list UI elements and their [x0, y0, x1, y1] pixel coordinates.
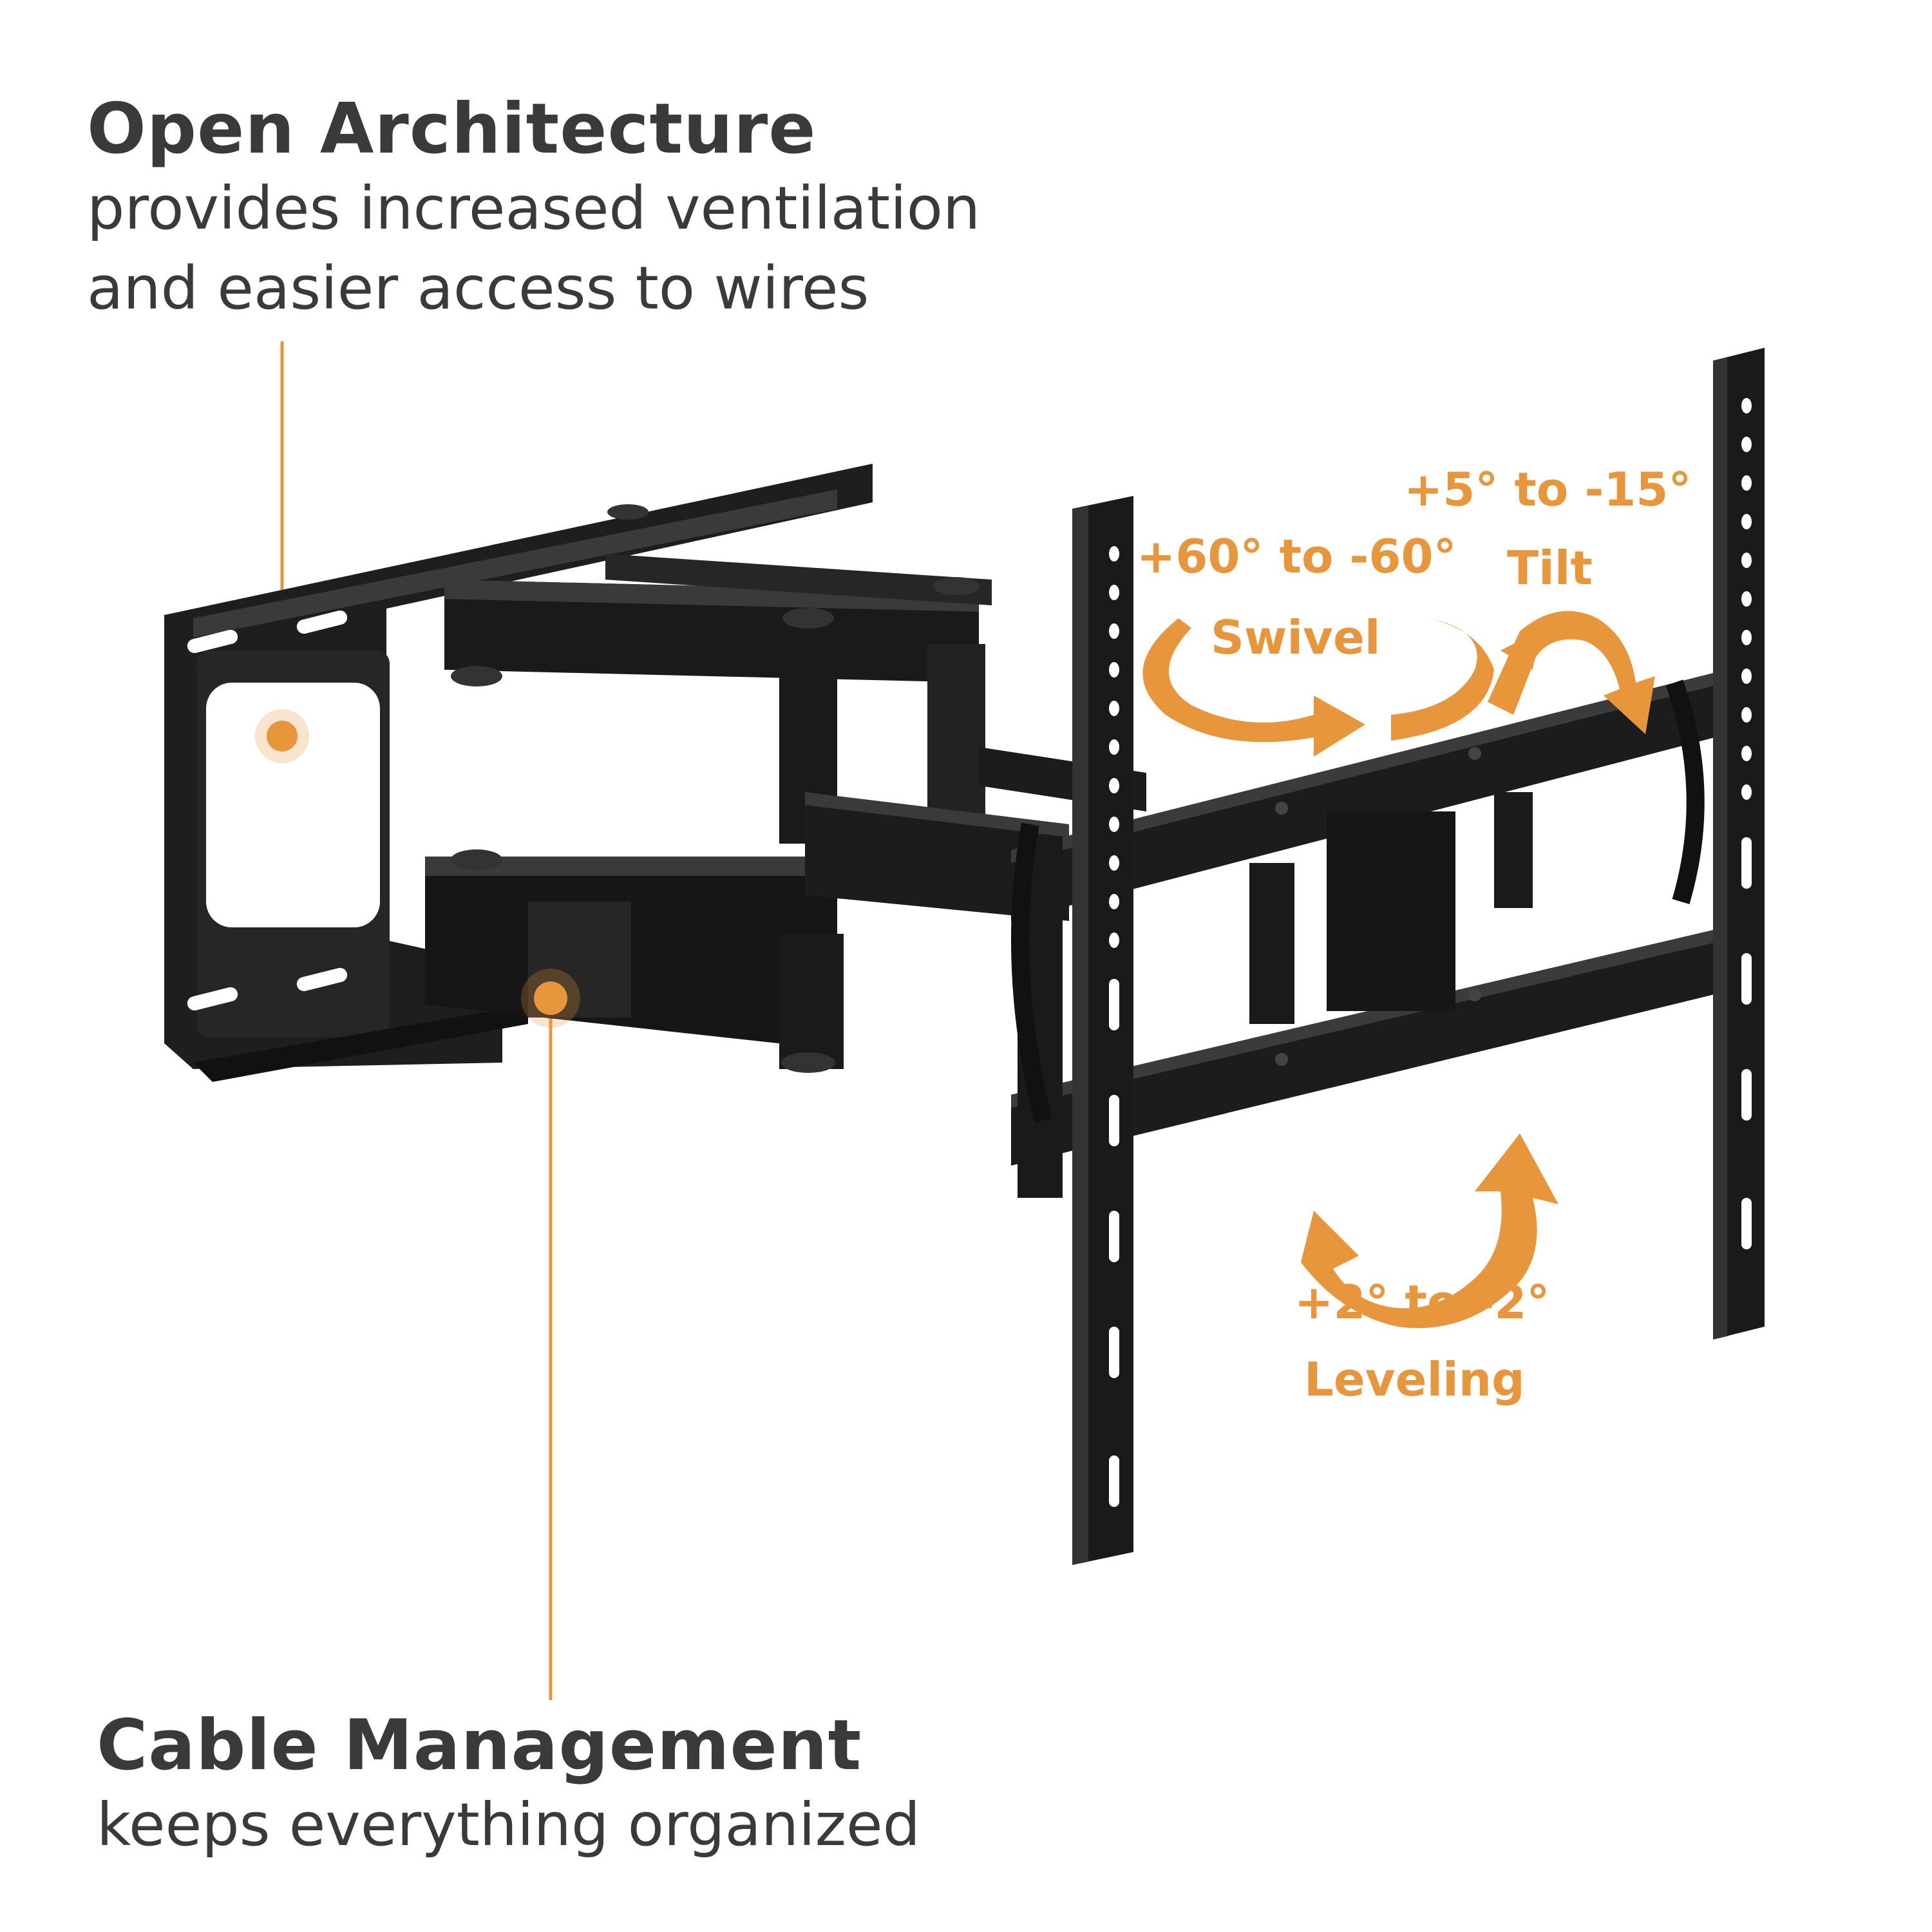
tv-bracket-left-rail [1072, 496, 1133, 1565]
cable-management-dot [521, 969, 580, 1028]
cable-management-line1: keeps everything organized [97, 1790, 921, 1859]
wall-plate [164, 464, 873, 1082]
cable-management-title: Cable Management [97, 1705, 862, 1786]
lower-arm [425, 849, 844, 1073]
swivel-label: Swivel [1211, 611, 1381, 665]
leveling-arrow-icon [1301, 1133, 1558, 1329]
swivel-arrow-icon [1142, 618, 1494, 757]
leveling-range: +2° to -2° [1294, 1275, 1550, 1329]
swivel-range: +60° to -60° [1137, 529, 1457, 583]
tilt-arrow-icon [1488, 611, 1655, 734]
tilt-label: Tilt [1507, 541, 1593, 595]
tv-bracket-right-rail [1713, 348, 1765, 1340]
open-architecture-title: Open Architecture [87, 89, 817, 169]
open-architecture-line2: and easier access to wires [87, 254, 869, 323]
leveling-label: Leveling [1304, 1352, 1525, 1406]
tv-bracket-rails [1011, 663, 1752, 1198]
open-architecture-dot [255, 709, 309, 763]
tilt-range: +5° to -15° [1404, 462, 1692, 516]
open-architecture-line1: provides increased ventilation [87, 174, 981, 243]
